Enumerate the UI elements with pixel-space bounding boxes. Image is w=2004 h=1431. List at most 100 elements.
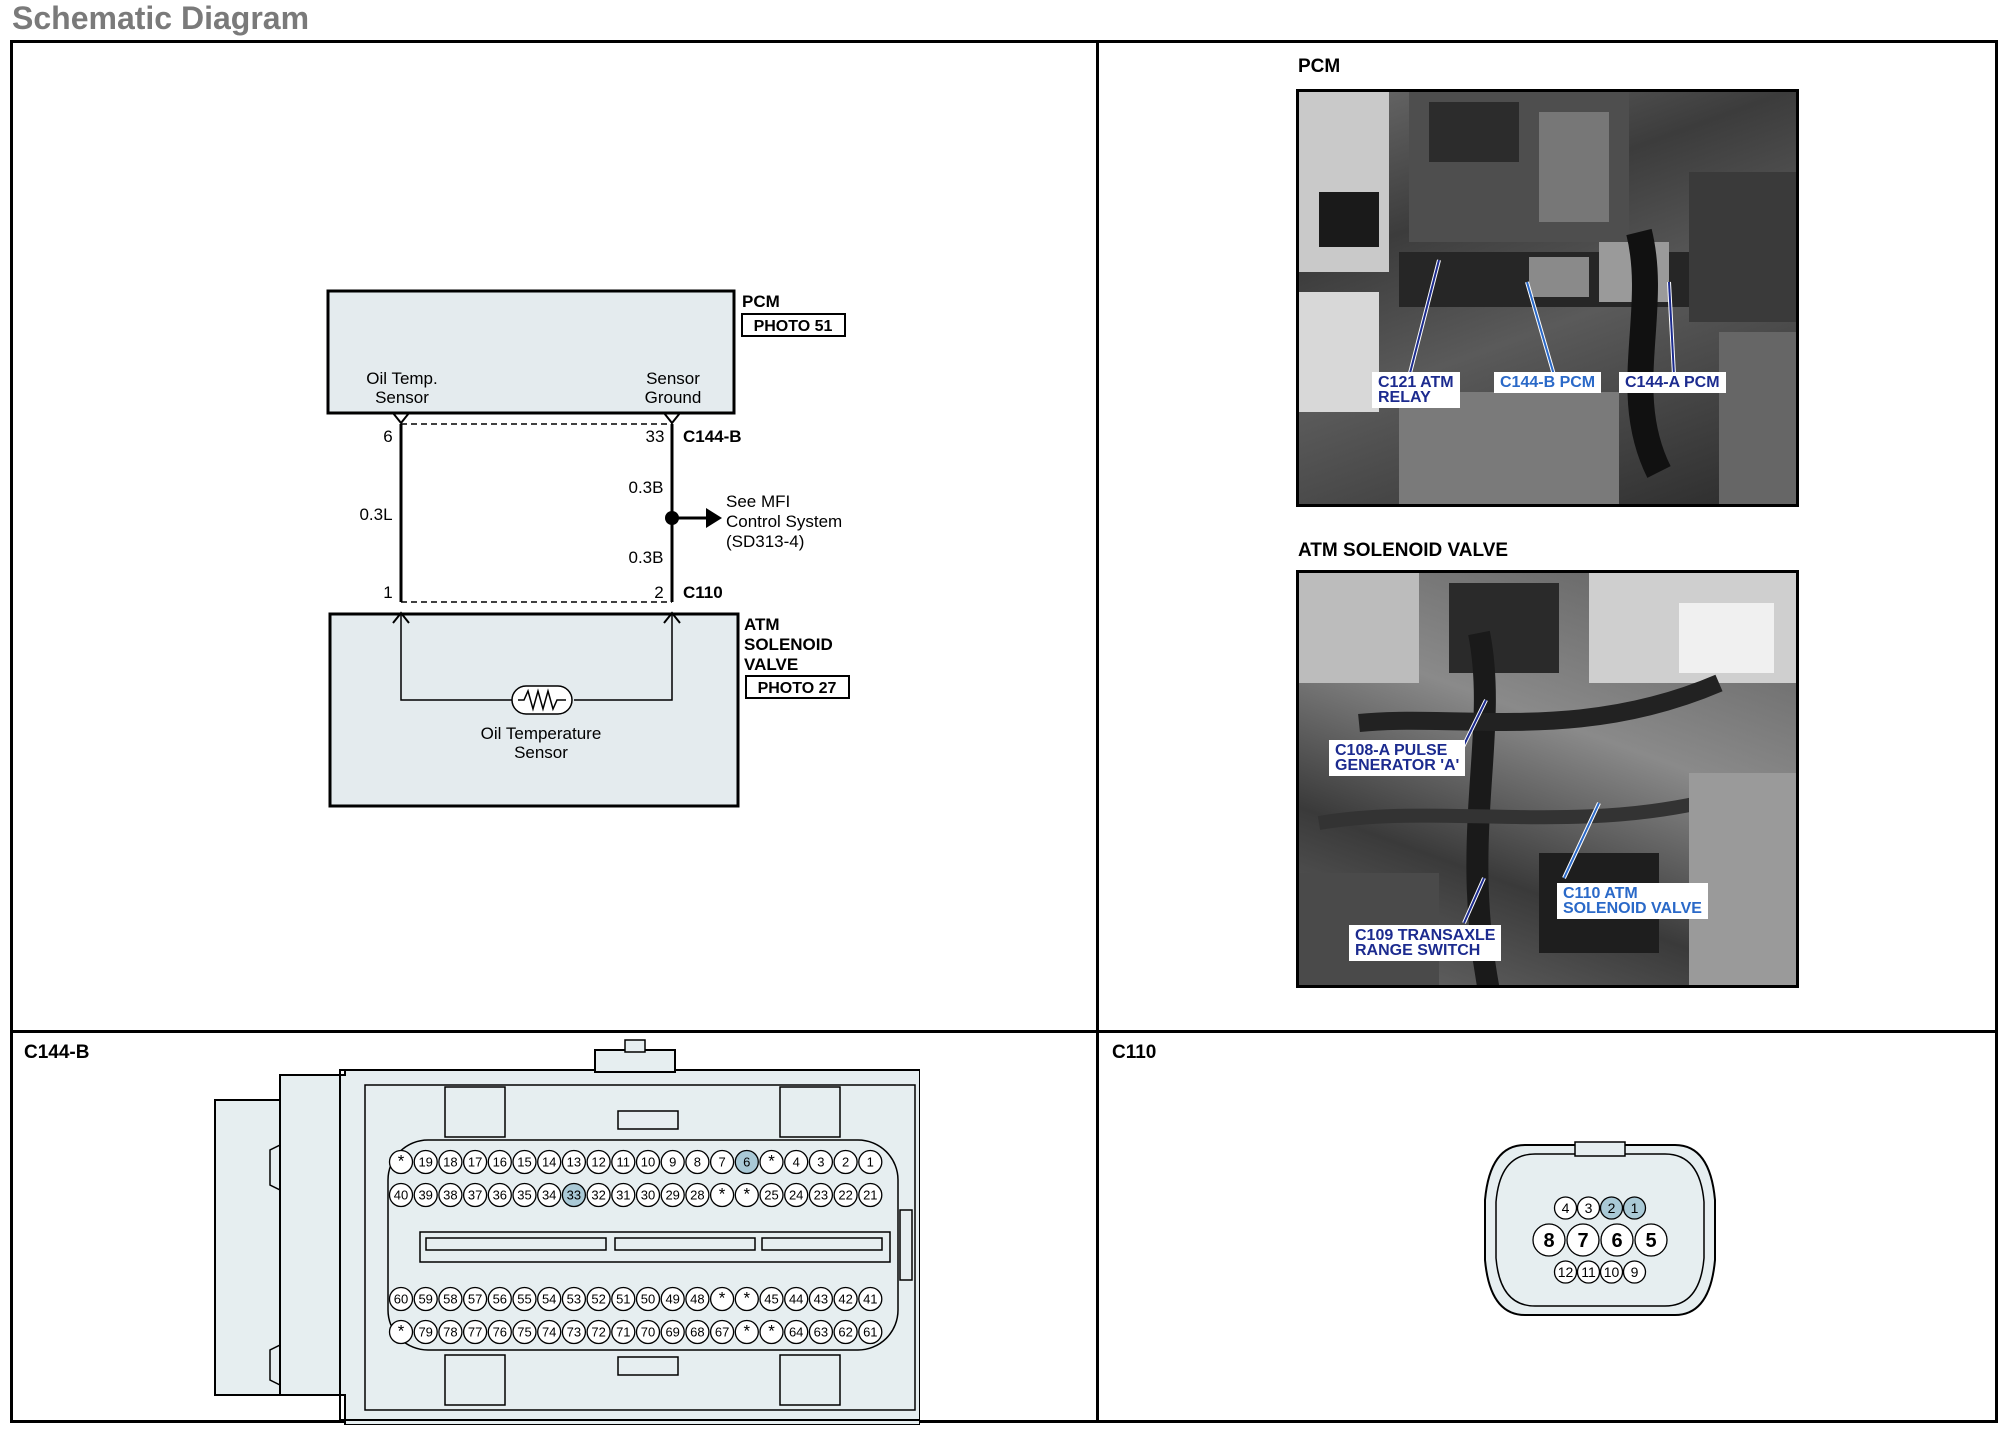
pin-number: 53: [567, 1292, 581, 1307]
pin-cavity: [462, 1286, 488, 1312]
pin-cavity: [561, 1319, 587, 1345]
pin-number: 71: [616, 1325, 630, 1340]
pcm-pin-6: 6: [383, 427, 392, 446]
pin-number: 78: [443, 1325, 457, 1340]
pin-number: *: [398, 1152, 405, 1171]
pin-cavity: [1566, 1223, 1600, 1257]
pin-number: 43: [814, 1292, 828, 1307]
splice-arrow: [706, 508, 722, 528]
pin-cavity: [512, 1319, 537, 1345]
pin-cavity: [537, 1286, 562, 1312]
pin-cavity: [759, 1149, 784, 1175]
pin-cavity: [685, 1182, 710, 1208]
pin-number: 12: [591, 1155, 605, 1170]
pin-number: 25: [764, 1188, 778, 1203]
pin-number: 39: [418, 1188, 432, 1203]
pin-number: 64: [789, 1325, 803, 1340]
pin-cavity: [784, 1319, 809, 1345]
pin-cavity: [1576, 1260, 1601, 1284]
pin-number: 3: [1585, 1200, 1593, 1216]
pin-cavity: [858, 1319, 883, 1345]
pin-cavity: [487, 1149, 512, 1175]
splice-note-3: (SD313-4): [726, 532, 804, 551]
pin-number: 38: [443, 1188, 457, 1203]
pin-cavity: [586, 1286, 611, 1312]
pin-number: *: [768, 1152, 775, 1171]
pin-number: 49: [665, 1292, 679, 1307]
pin-cavity: [561, 1149, 587, 1175]
pin-cavity: [734, 1286, 759, 1312]
pin-cavity: [808, 1319, 834, 1345]
pin-cavity: [537, 1182, 562, 1208]
pin-cavity: [808, 1182, 834, 1208]
pin-number: 22: [838, 1188, 852, 1203]
solenoid-connector-label: C110: [683, 583, 723, 602]
pin-number: 68: [690, 1325, 704, 1340]
pin-number: 5: [1645, 1230, 1656, 1252]
pin-cavity: [611, 1149, 636, 1175]
pin-number: 35: [517, 1188, 531, 1203]
pin-cavity: [709, 1319, 735, 1345]
pcm-box: [326, 289, 736, 415]
pin-number: 7: [1577, 1230, 1588, 1252]
pin-number: 52: [591, 1292, 605, 1307]
pcm-pin-label-right-1: Sensor: [646, 369, 700, 388]
pin-number: 29: [665, 1188, 679, 1203]
pin-number: 6: [1611, 1230, 1622, 1252]
pin-number: 60: [394, 1292, 408, 1307]
pin-number: 24: [789, 1188, 803, 1203]
pin-number: 61: [863, 1325, 877, 1340]
solenoid-label-2: SOLENOID: [744, 635, 833, 654]
pin-cavity: [586, 1149, 611, 1175]
pin-cavity: [784, 1286, 809, 1312]
pin-cavity: [660, 1149, 685, 1175]
pin-number: 72: [591, 1325, 605, 1340]
pin-number: 12: [1558, 1264, 1574, 1280]
pin-cavity: [858, 1286, 883, 1312]
pin-cavity: [858, 1182, 883, 1208]
solenoid-photo-box: [745, 675, 850, 699]
pin-cavity: [1622, 1260, 1647, 1284]
pin-number: 74: [542, 1325, 556, 1340]
pin-number: 77: [468, 1325, 482, 1340]
pin-cavity: [413, 1286, 438, 1312]
sensor-internal-circuit: [400, 614, 512, 701]
pin-number: *: [743, 1289, 750, 1308]
pin-cavity: [586, 1182, 611, 1208]
pin-cavity: [487, 1319, 512, 1345]
pin-cavity: [1599, 1196, 1624, 1220]
pin-number: 40: [394, 1188, 408, 1203]
pin-cavity: [462, 1182, 488, 1208]
pin-number: 13: [567, 1155, 581, 1170]
pin-cavity: [833, 1286, 858, 1312]
wire-label-right-lower: 0.3B: [629, 548, 664, 567]
pin-number: 59: [418, 1292, 432, 1307]
pin-number: *: [398, 1322, 405, 1341]
pin-number: 8: [1543, 1230, 1554, 1252]
pin-number: 1: [1631, 1200, 1639, 1216]
pin-cavity: [388, 1182, 414, 1208]
schematic-diagram: PCM PHOTO 51 Oil Temp. Sensor Sensor Gro…: [326, 289, 850, 808]
pin-cavity: [487, 1182, 512, 1208]
diagram-frame: [10, 40, 1998, 1423]
pin-cavity: [1553, 1196, 1578, 1220]
pin-number: 30: [641, 1188, 655, 1203]
pin-cavity: [611, 1286, 636, 1312]
pin-cavity: [833, 1319, 858, 1345]
c144b-title: C144-B: [24, 1042, 90, 1063]
pin-cavity: [611, 1182, 636, 1208]
pin-number: 32: [591, 1188, 605, 1203]
pin-number: 76: [493, 1325, 507, 1340]
pin-number: *: [743, 1185, 750, 1204]
pin-cavity: [685, 1286, 710, 1312]
pin-cavity: [635, 1319, 661, 1345]
pin-cavity: [685, 1149, 710, 1175]
sensor-label-1: Oil Temperature: [481, 724, 602, 743]
pin-number: 9: [1631, 1264, 1639, 1280]
pin-number: 17: [468, 1155, 482, 1170]
pin-cavity: [1576, 1196, 1601, 1220]
pin-cavity: [1553, 1260, 1578, 1284]
sensor-label-2: Sensor: [514, 743, 568, 762]
